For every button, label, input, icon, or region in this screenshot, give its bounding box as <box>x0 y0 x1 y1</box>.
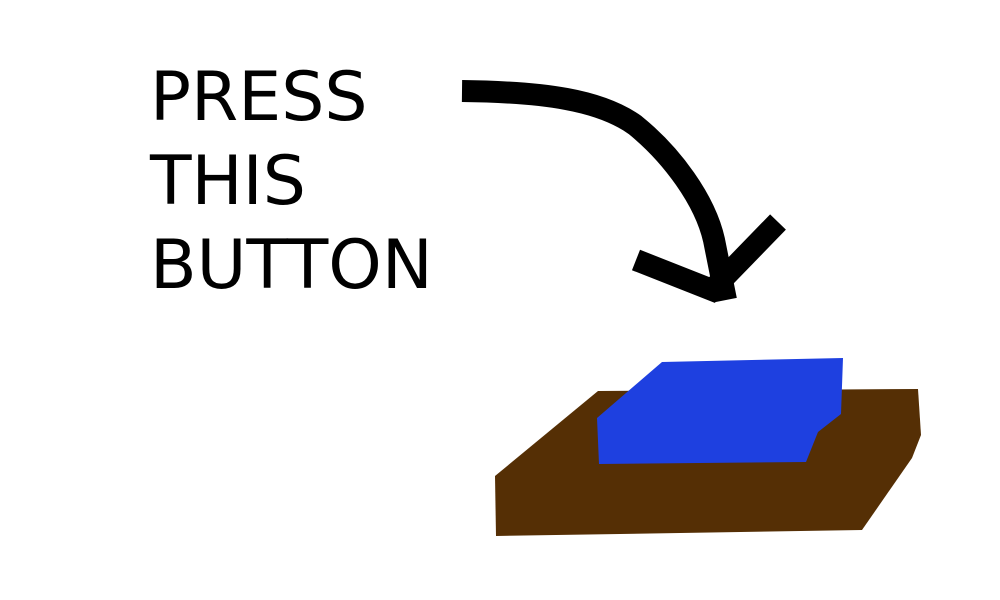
instruction-line-3: BUTTON <box>150 226 433 305</box>
instruction-line-2: THIS <box>150 142 306 221</box>
push-button[interactable] <box>597 358 843 464</box>
instruction-text: PRESS THIS BUTTON <box>150 56 470 308</box>
instruction-line-1: PRESS <box>150 58 368 137</box>
curved-arrow-down-icon <box>461 80 786 303</box>
